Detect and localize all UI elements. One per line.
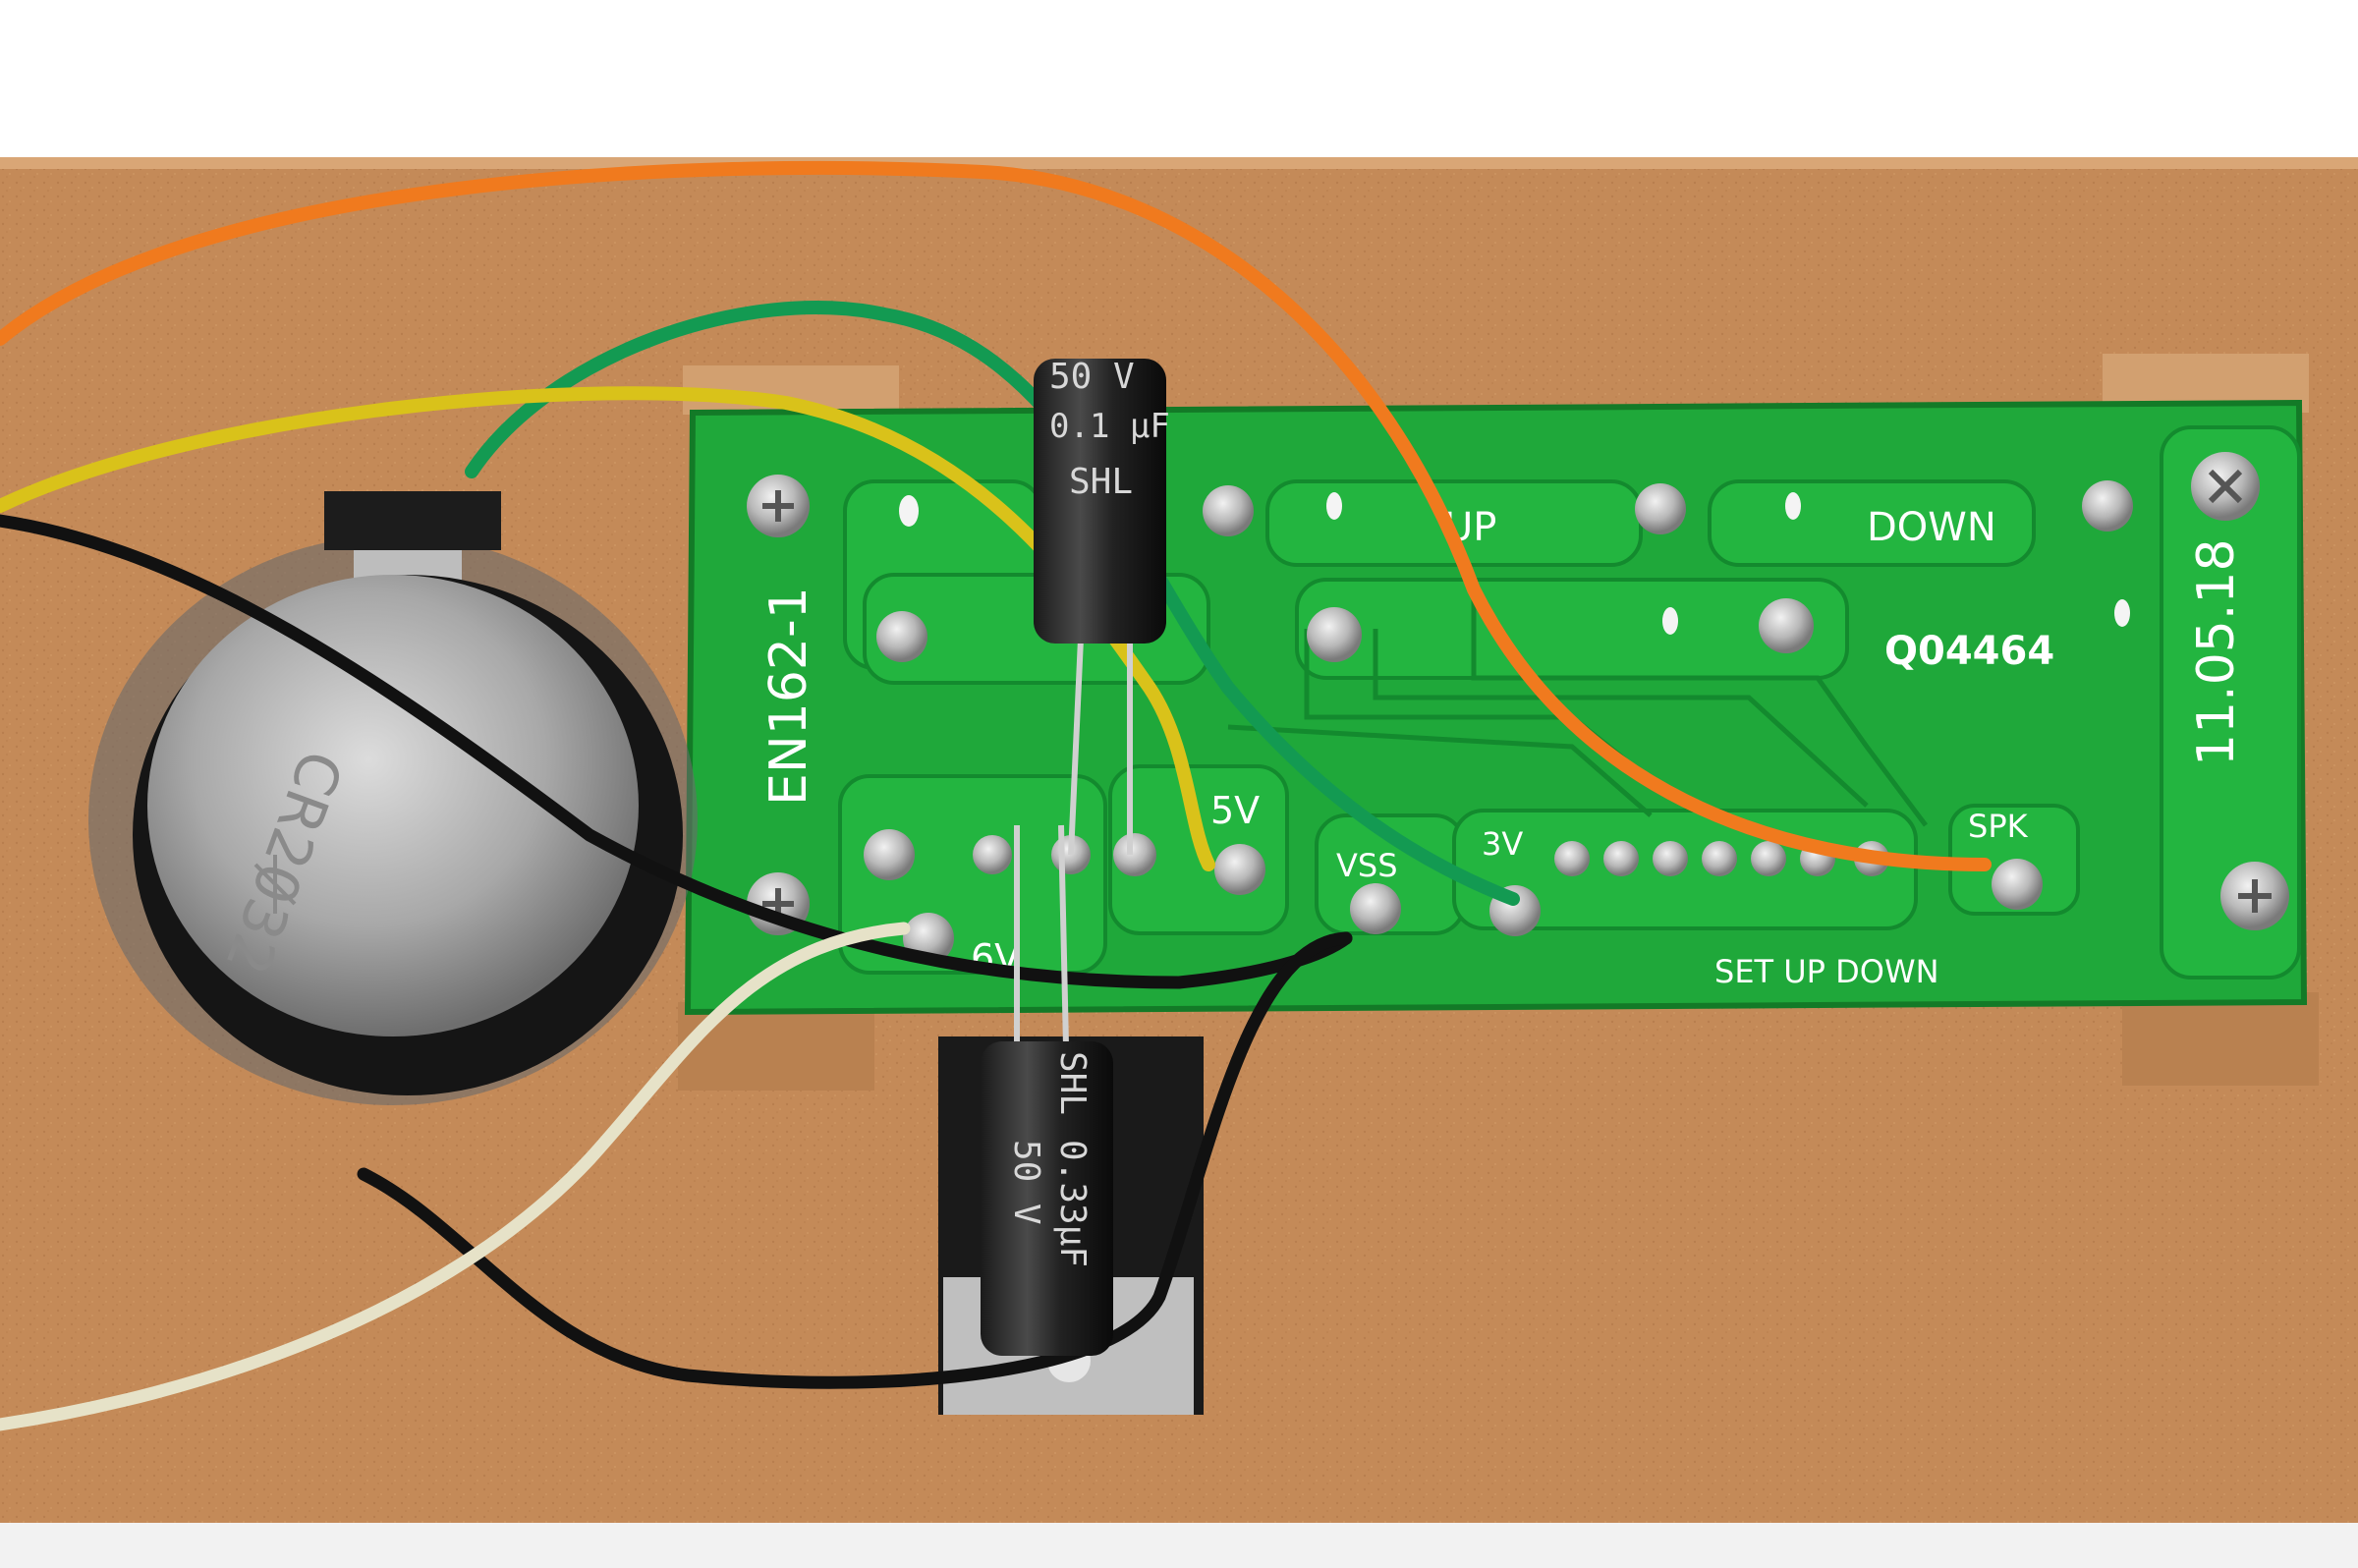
cap-top-voltage: 50 V: [1049, 357, 1135, 397]
vss-label: VSS: [1336, 847, 1398, 884]
orange-wire: [0, 160, 1992, 871]
board-id-label: EN162-1: [759, 587, 818, 806]
black-wire-2: [357, 931, 1353, 1389]
set-up-down-label: SET UP DOWN: [1714, 953, 1939, 990]
black-wire-1: [0, 514, 1353, 989]
capacitor-bottom: SHL 0.33µF 50 V: [981, 824, 1113, 1356]
down-label: DOWN: [1867, 505, 1996, 550]
yellow-wire: [0, 386, 1215, 871]
cap-bottom-voltage: 50 V: [1006, 1140, 1046, 1225]
cap-top-capacitance: 0.1 µF: [1049, 407, 1170, 446]
date-label: 11.05.18: [2187, 538, 2246, 766]
cap-bottom-brand: SHL: [1052, 1051, 1093, 1115]
spk-label: SPK: [1968, 808, 2029, 845]
white-wire: [0, 922, 911, 1431]
battery: CR2032: [88, 491, 698, 1105]
cap-bottom-capacitance: 0.33µF: [1052, 1140, 1093, 1267]
five-v-label: 5V: [1210, 789, 1260, 832]
capacitor-top: 50 V 0.1 µF SHL: [1034, 357, 1170, 856]
three-v-label: 3V: [1482, 825, 1523, 863]
cap-top-brand: SHL: [1069, 462, 1133, 502]
board-code-label: Q04464: [1884, 629, 2054, 674]
pcb-holes: [899, 492, 2130, 635]
